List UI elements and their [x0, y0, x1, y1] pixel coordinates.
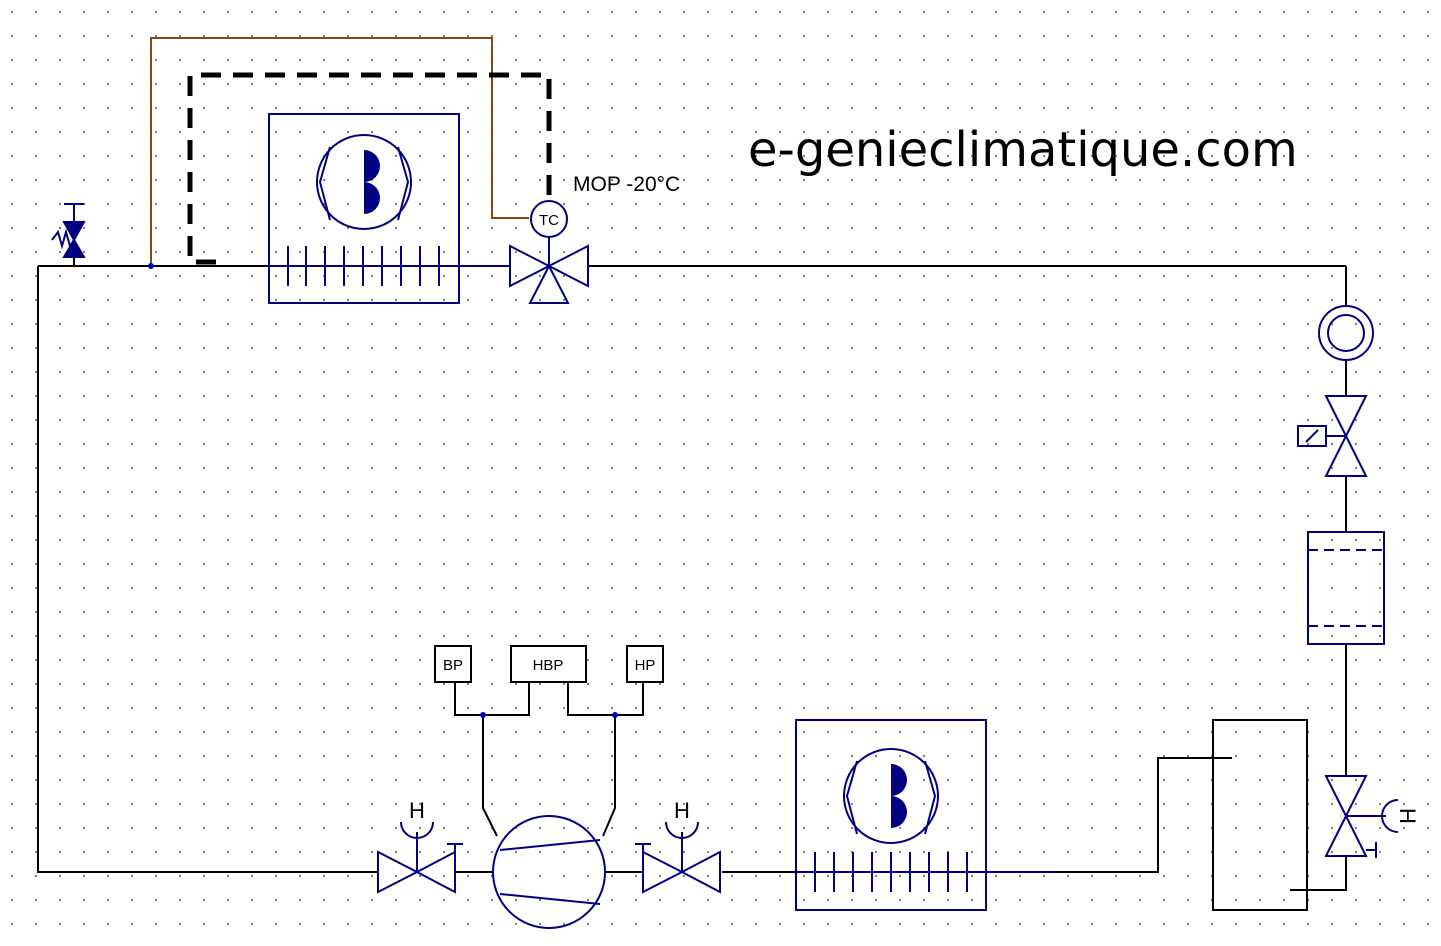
low-pressure-switch: BP [434, 645, 472, 683]
mop-label: MOP -20°C [573, 173, 681, 196]
liquid-shutoff-valve [1324, 775, 1399, 858]
service-symbol-discharge: H [674, 798, 690, 823]
evaporator [268, 113, 460, 304]
capillary-tube [150, 37, 529, 266]
high-pressure-switch-label: HP [635, 657, 656, 674]
junction-dot [148, 263, 154, 269]
combined-pressure-switch-label: HBP [533, 657, 564, 674]
high-pressure-switch: HP [626, 645, 664, 683]
filter-drier [1307, 531, 1385, 645]
suction-service-valve [377, 821, 463, 894]
combined-pressure-switch: HBP [510, 645, 587, 683]
condenser-fan-icon [891, 764, 907, 828]
low-pressure-switch-label: BP [443, 657, 463, 674]
service-symbol-right: H [1395, 808, 1420, 824]
bulb-label: TC [539, 212, 559, 229]
site-name: e-genieclimatique.com [748, 122, 1298, 178]
compressor [492, 815, 606, 929]
condenser [795, 719, 987, 911]
junction-dot [612, 712, 618, 718]
relief-valve [51, 203, 86, 266]
external-equalizer-line [187, 72, 552, 265]
junction-dot [480, 712, 486, 718]
thermostatic-expansion-valve [509, 200, 589, 304]
refrigerant-piping [37, 265, 1347, 891]
evaporator-fan-icon [364, 150, 380, 214]
discharge-service-valve [635, 821, 721, 894]
pressure-switch-lines [454, 682, 644, 837]
liquid-receiver [1212, 719, 1308, 911]
solenoid-valve [1297, 395, 1368, 477]
sight-glass [1318, 305, 1374, 361]
service-symbol-suction: H [409, 798, 425, 823]
